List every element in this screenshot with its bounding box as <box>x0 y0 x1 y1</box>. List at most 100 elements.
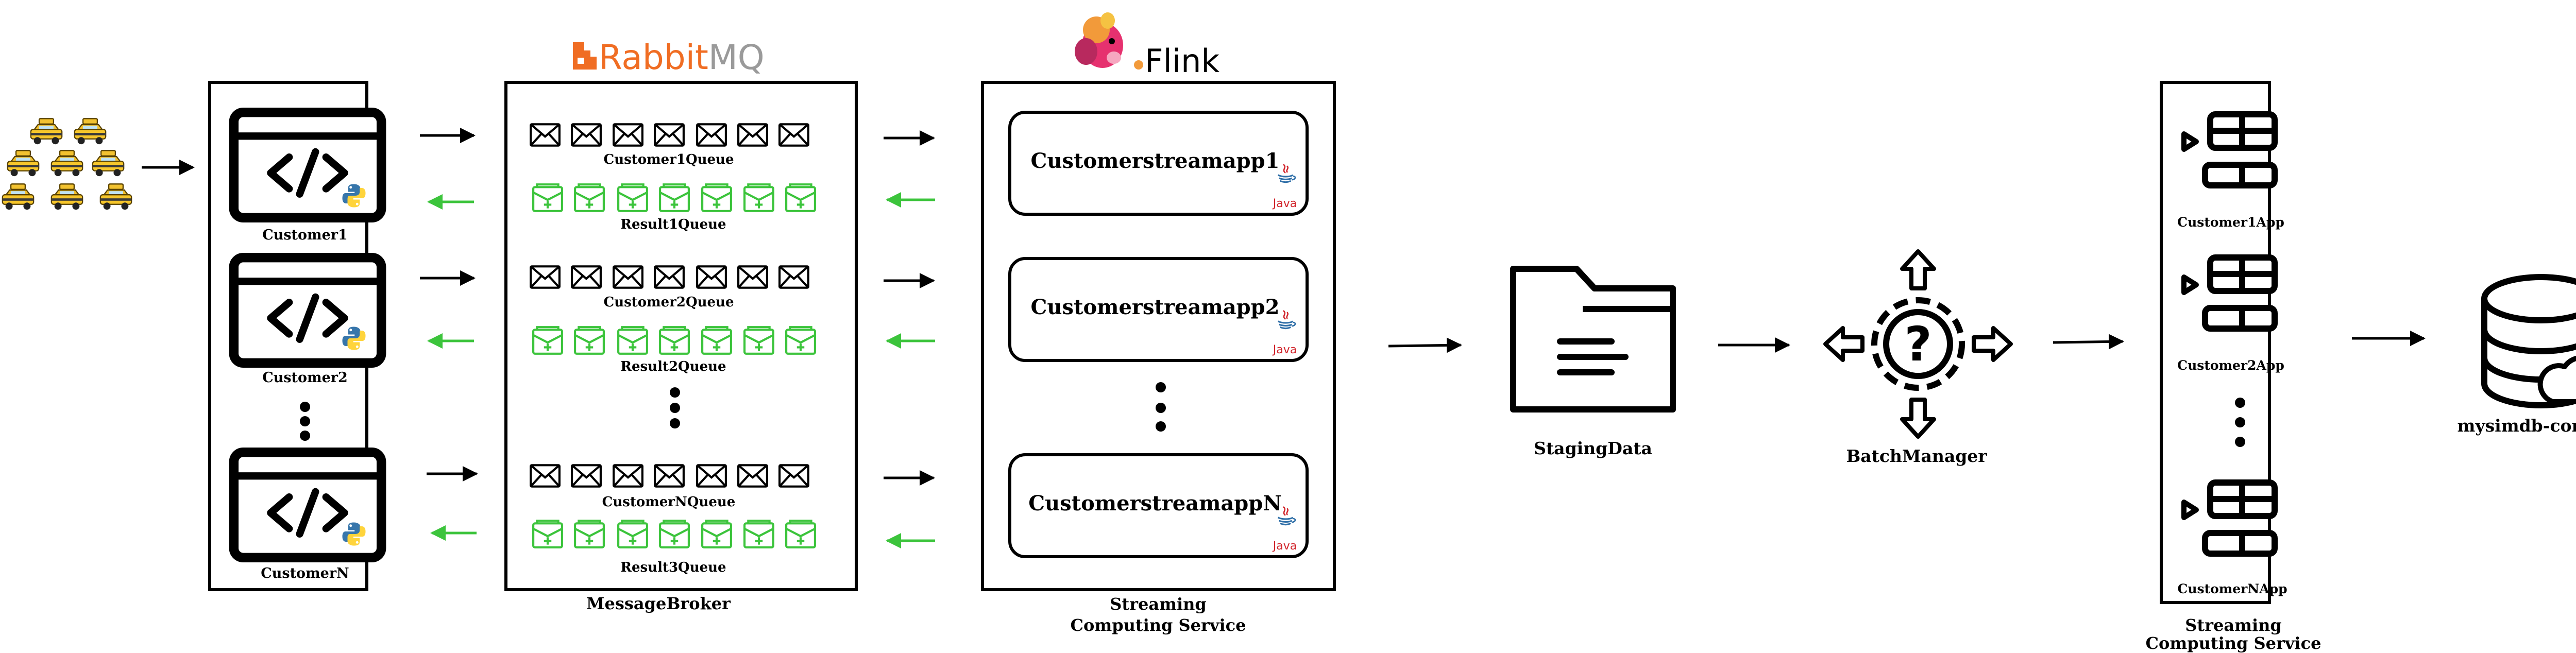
queue-label: Customer2Queue <box>604 295 734 310</box>
batch-manager-label: BatchManager <box>1846 446 1987 466</box>
result-mail-icon <box>744 184 773 211</box>
flink-logo: Flink <box>1075 12 1219 80</box>
arrow-to-staging <box>1388 337 1462 353</box>
result-mail-icon <box>618 327 647 354</box>
envelope-icon <box>655 124 684 145</box>
stream-app-box <box>1008 453 1309 558</box>
taxi-icon <box>50 150 83 177</box>
database-label: mysimdb-coredms <box>2457 416 2576 436</box>
app-item-n: CustomerNApp <box>2177 483 2287 596</box>
ellipsis-dots <box>2235 398 2245 447</box>
queue-label: Customer1Queue <box>604 152 734 167</box>
streaming-service-2-box <box>2160 81 2271 604</box>
stream-app-label: Customerstreamapp2 <box>1031 295 1280 319</box>
app-item-1: Customer1App <box>2177 114 2284 230</box>
result-mail-icon <box>618 184 647 211</box>
stream-apps: Customerstreamapp1JavaCustomerstreamapp2… <box>1008 111 1309 558</box>
stream-app-box <box>1008 111 1309 216</box>
streaming-service-label-line1: Streaming <box>1110 594 1207 614</box>
streaming-service-2-label-line1: Streaming <box>2185 615 2282 635</box>
ellipsis-dots <box>670 387 680 428</box>
queue-rows: Customer1QueueResult1QueueCustomer2Queue… <box>531 124 815 575</box>
svg-text:?: ? <box>1904 317 1931 372</box>
ellipsis-dots <box>300 402 310 441</box>
result-mail-icon <box>744 521 773 547</box>
result-mail-icon <box>660 521 689 547</box>
result-mail-icon <box>744 327 773 354</box>
envelope-icon <box>779 465 808 486</box>
taxi-icon <box>30 118 63 145</box>
result-mail-icon <box>702 327 731 354</box>
rabbitmq-wordmark: RabbitMQ <box>599 38 765 77</box>
streaming-service-2-label-line2: Computing Service <box>2146 633 2321 653</box>
rabbitmq-icon <box>573 42 597 70</box>
envelope-icon <box>614 465 642 486</box>
database-cloud-icon <box>2481 274 2576 408</box>
customer-item-n: CustomerN <box>234 452 381 581</box>
staging-data-label: StagingData <box>1534 438 1652 458</box>
envelope-icon <box>738 266 767 287</box>
result-mail-icon <box>575 184 604 211</box>
result-queue-label: Result1Queue <box>620 217 726 232</box>
envelope-icon <box>572 124 601 145</box>
folder-icon <box>1510 266 1676 413</box>
envelope-icon <box>655 266 684 287</box>
taxi-icon <box>74 118 107 145</box>
result-queue-label: Result3Queue <box>620 560 726 575</box>
result-mail-icon <box>786 327 815 354</box>
stream-app-box <box>1008 257 1309 362</box>
envelope-icon <box>572 266 601 287</box>
stream-app-3: CustomerstreamappN Java <box>1008 453 1309 558</box>
envelope-icon <box>697 465 726 486</box>
envelope-icon <box>531 124 560 145</box>
envelope-icon <box>738 124 767 145</box>
result-mail-icon <box>533 521 562 547</box>
stream-app-label: Customerstreamapp1 <box>1031 149 1280 173</box>
result-mail-icon <box>702 184 731 211</box>
result-mail-icon <box>660 327 689 354</box>
stream-app-label: CustomerstreamappN <box>1028 491 1282 515</box>
arrow-to-streaming-2 <box>2053 334 2124 350</box>
result-mail-icon <box>702 521 731 547</box>
envelope-icon <box>697 124 726 145</box>
app-label: Customer2App <box>2177 358 2284 373</box>
taxi-group <box>2 118 132 211</box>
taxi-icon <box>99 183 132 211</box>
rabbitmq-logo: RabbitMQ <box>573 38 765 77</box>
envelope-icon <box>655 465 684 486</box>
gear-question-icon: ? <box>1823 249 2013 439</box>
envelope-icon <box>531 465 560 486</box>
streaming-service-label-line2: Computing Service <box>1071 615 1246 635</box>
queue-label: CustomerNQueue <box>602 494 736 510</box>
result-queue-label: Result2Queue <box>620 359 726 374</box>
result-mail-icon <box>786 184 815 211</box>
customer-label: Customer1 <box>262 227 348 243</box>
envelope-icon <box>614 124 642 145</box>
flink-squirrel-icon <box>1075 12 1123 68</box>
result-mail-icon <box>660 184 689 211</box>
envelope-icon <box>697 266 726 287</box>
customer-label: Customer2 <box>262 370 348 386</box>
customer-item-1: Customer1 <box>234 112 381 243</box>
app-label: CustomerNApp <box>2177 581 2287 596</box>
result-mail-icon <box>533 184 562 211</box>
result-mail-icon <box>786 521 815 547</box>
result-mail-icon <box>575 327 604 354</box>
envelope-icon <box>779 124 808 145</box>
java-wordmark: Java <box>1272 343 1297 356</box>
result-mail-icon <box>575 521 604 547</box>
envelope-icon <box>614 266 642 287</box>
flink-wordmark: Flink <box>1145 42 1219 80</box>
envelope-icon <box>779 266 808 287</box>
java-wordmark: Java <box>1272 540 1297 553</box>
ellipsis-dots <box>1156 382 1166 432</box>
taxi-icon <box>7 150 40 177</box>
result-mail-icon <box>533 327 562 354</box>
app-item-2: Customer2App <box>2177 257 2284 373</box>
taxi-icon <box>92 150 125 177</box>
